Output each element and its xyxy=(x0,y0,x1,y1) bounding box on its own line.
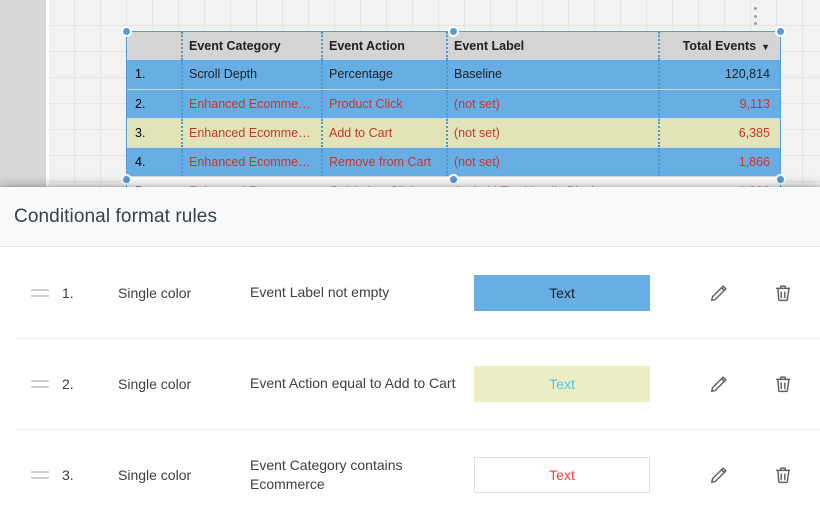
pencil-icon xyxy=(708,373,730,395)
dialog-header: Conditional format rules xyxy=(0,187,820,247)
cell-event-category: Enhanced Ecommerce xyxy=(181,118,321,148)
trash-icon xyxy=(772,373,794,395)
resize-handle-top-right[interactable] xyxy=(775,26,786,37)
col-header-total-events-label: Total Events xyxy=(682,39,757,53)
col-header-index[interactable] xyxy=(127,32,181,60)
cell-index: 2. xyxy=(127,89,181,119)
rule-type: Single color xyxy=(118,375,192,392)
table-row[interactable]: 4. Enhanced Ecommerce Remove from Cart (… xyxy=(127,147,780,177)
rule-preview-swatch: Text xyxy=(474,365,650,402)
cell-event-category: Scroll Depth xyxy=(181,60,321,90)
sort-descending-icon[interactable]: ▼ xyxy=(761,41,770,52)
resize-handle-bottom-left[interactable] xyxy=(121,174,132,185)
rule-index: 3. xyxy=(62,466,74,483)
cell-event-label: (not set) xyxy=(446,147,658,177)
cell-total-events: 9,113 xyxy=(658,89,780,119)
rule-row[interactable]: 1. Single color Event Label not empty Te… xyxy=(0,247,820,338)
rule-preview-swatch: Text xyxy=(474,456,650,493)
trash-icon xyxy=(772,464,794,486)
rule-condition: Event Label not empty xyxy=(250,284,390,300)
cell-total-events: 1,866 xyxy=(658,147,780,177)
cell-event-action: Product Click xyxy=(321,89,446,119)
cell-event-action: Percentage xyxy=(321,60,446,90)
more-vert-icon[interactable] xyxy=(747,5,763,27)
canvas-rail-edge xyxy=(46,0,49,195)
delete-rule-button[interactable] xyxy=(760,282,806,304)
rules-list: 1. Single color Event Label not empty Te… xyxy=(0,247,820,524)
rule-row[interactable]: 2. Single color Event Action equal to Ad… xyxy=(0,338,820,429)
data-table-widget[interactable]: Event Category Event Action Event Label … xyxy=(126,31,781,195)
drag-handle-icon[interactable] xyxy=(18,288,62,297)
col-header-event-label[interactable]: Event Label xyxy=(446,32,658,60)
table-body: 1. Scroll Depth Percentage Baseline 120,… xyxy=(127,60,780,195)
trash-icon xyxy=(772,282,794,304)
table-header-row: Event Category Event Action Event Label … xyxy=(127,32,780,60)
edit-rule-button[interactable] xyxy=(696,464,742,486)
edit-rule-button[interactable] xyxy=(696,373,742,395)
rule-preview-swatch: Text xyxy=(474,274,650,311)
report-canvas: Event Category Event Action Event Label … xyxy=(0,0,820,195)
rule-index: 2. xyxy=(62,375,74,392)
resize-handle-bottom-center[interactable] xyxy=(448,174,459,185)
cell-event-label: Baseline xyxy=(446,60,658,90)
rule-index: 1. xyxy=(62,284,74,301)
table-row[interactable]: 1. Scroll Depth Percentage Baseline 120,… xyxy=(127,60,780,90)
cell-event-category: Enhanced Ecommerce xyxy=(181,147,321,177)
col-header-total-events[interactable]: Total Events ▼ xyxy=(658,32,780,60)
rule-condition: Event Category contains Ecommerce xyxy=(250,456,403,492)
rule-type: Single color xyxy=(118,466,192,483)
conditional-format-rules-dialog: Conditional format rules 1. Single color… xyxy=(0,187,820,524)
col-header-event-action[interactable]: Event Action xyxy=(321,32,446,60)
cell-total-events: 120,814 xyxy=(658,60,780,90)
cell-index: 4. xyxy=(127,147,181,177)
resize-handle-bottom-right[interactable] xyxy=(775,174,786,185)
page-title: Conditional format rules xyxy=(14,205,218,227)
cell-event-action: Add to Cart xyxy=(321,118,446,148)
data-table: Event Category Event Action Event Label … xyxy=(127,32,780,195)
table-row[interactable]: 3. Enhanced Ecommerce Add to Cart (not s… xyxy=(127,118,780,148)
pencil-icon xyxy=(708,282,730,304)
resize-handle-top-center[interactable] xyxy=(448,26,459,37)
cell-event-label: (not set) xyxy=(446,118,658,148)
cell-index: 3. xyxy=(127,118,181,148)
drag-handle-icon[interactable] xyxy=(18,379,62,388)
resize-handle-top-left[interactable] xyxy=(121,26,132,37)
cell-event-action: Remove from Cart xyxy=(321,147,446,177)
rule-condition: Event Action equal to Add to Cart xyxy=(250,375,456,391)
rule-row[interactable]: 3. Single color Event Category contains … xyxy=(0,429,820,520)
delete-rule-button[interactable] xyxy=(760,373,806,395)
rule-type: Single color xyxy=(118,284,192,301)
table-row[interactable]: 2. Enhanced Ecommerce Product Click (not… xyxy=(127,89,780,119)
table-header: Event Category Event Action Event Label … xyxy=(127,32,780,60)
canvas-left-rail xyxy=(0,0,46,195)
drag-handle-icon[interactable] xyxy=(18,470,62,479)
cell-index: 1. xyxy=(127,60,181,90)
cell-event-label: (not set) xyxy=(446,89,658,119)
cell-total-events: 6,385 xyxy=(658,118,780,148)
edit-rule-button[interactable] xyxy=(696,282,742,304)
cell-event-category: Enhanced Ecommerce xyxy=(181,89,321,119)
pencil-icon xyxy=(708,464,730,486)
delete-rule-button[interactable] xyxy=(760,464,806,486)
col-header-event-category[interactable]: Event Category xyxy=(181,32,321,60)
